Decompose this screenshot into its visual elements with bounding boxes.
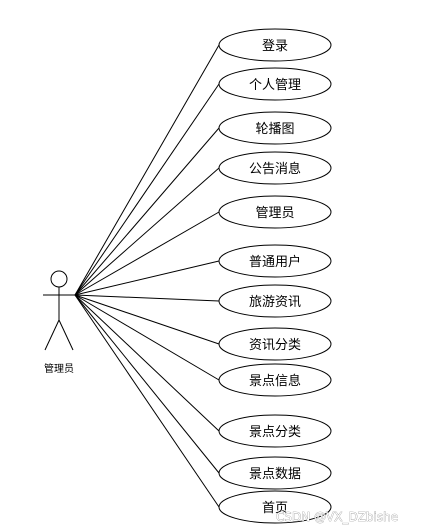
association-line [74,294,220,474]
use-case-label: 公告消息 [249,161,301,177]
use-case-label: 个人管理 [249,78,301,93]
use-case-label: 普通用户 [249,254,301,270]
use-case: 管理员 [218,195,332,229]
use-case: 景点信息 [218,363,332,397]
use-case-ellipse [218,284,332,318]
use-case-ellipse [218,414,332,448]
use-case-ellipse [218,456,332,490]
use-case-ellipse [218,28,332,62]
use-case-label: 旅游资讯 [249,295,301,310]
watermark: CSDN @VX_DZbishe [276,510,398,524]
use-case: 资讯分类 [218,327,332,361]
use-case-ellipse [218,195,332,229]
use-case-label: 管理员 [255,206,294,221]
association-line [74,167,220,296]
use-case-label: 资讯分类 [249,338,301,353]
use-case-ellipse [218,490,332,524]
association-line [74,294,220,302]
use-case-ellipse [218,67,332,101]
actor-leg-right [58,319,74,351]
association-line [74,294,220,508]
use-case: 旅游资讯 [218,284,332,318]
association-lines [74,44,220,508]
use-case: 公告消息 [218,151,332,185]
use-case: 景点数据 [218,456,332,490]
association-line [74,294,220,345]
association-line [74,294,220,432]
use-case-ellipse [218,111,332,145]
use-case-ellipse [218,151,332,185]
use-case-ellipse [218,363,332,397]
association-line [74,211,220,296]
use-case-label: 首页 [262,501,288,516]
use-case: 普通用户 [218,244,332,278]
actor-label: 管理员 [44,362,74,375]
association-line [74,127,220,296]
use-case-label: 轮播图 [255,122,294,137]
use-case: 轮播图 [218,111,332,145]
actor-figure [43,270,75,351]
use-case-label: 景点数据 [249,467,301,482]
association-line [74,294,220,381]
watermark-outline: CSDN @VX_DZbishe [276,510,398,524]
use-case-ellipse [218,244,332,278]
association-line [74,260,220,296]
use-case-group: 登录个人管理轮播图公告消息管理员普通用户旅游资讯资讯分类景点信息景点分类景点数据… [218,28,332,524]
actor-head [50,270,68,288]
association-line [74,44,220,296]
use-case: 首页 [218,490,332,524]
use-case: 景点分类 [218,414,332,448]
association-line [74,83,220,296]
use-case: 个人管理 [218,67,332,101]
use-case-label: 景点信息 [249,373,301,389]
use-case: 登录 [218,28,332,62]
use-case-label: 景点分类 [249,425,301,440]
use-case-label: 登录 [262,39,288,54]
use-case-ellipse [218,327,332,361]
actor-leg-left [44,319,60,351]
